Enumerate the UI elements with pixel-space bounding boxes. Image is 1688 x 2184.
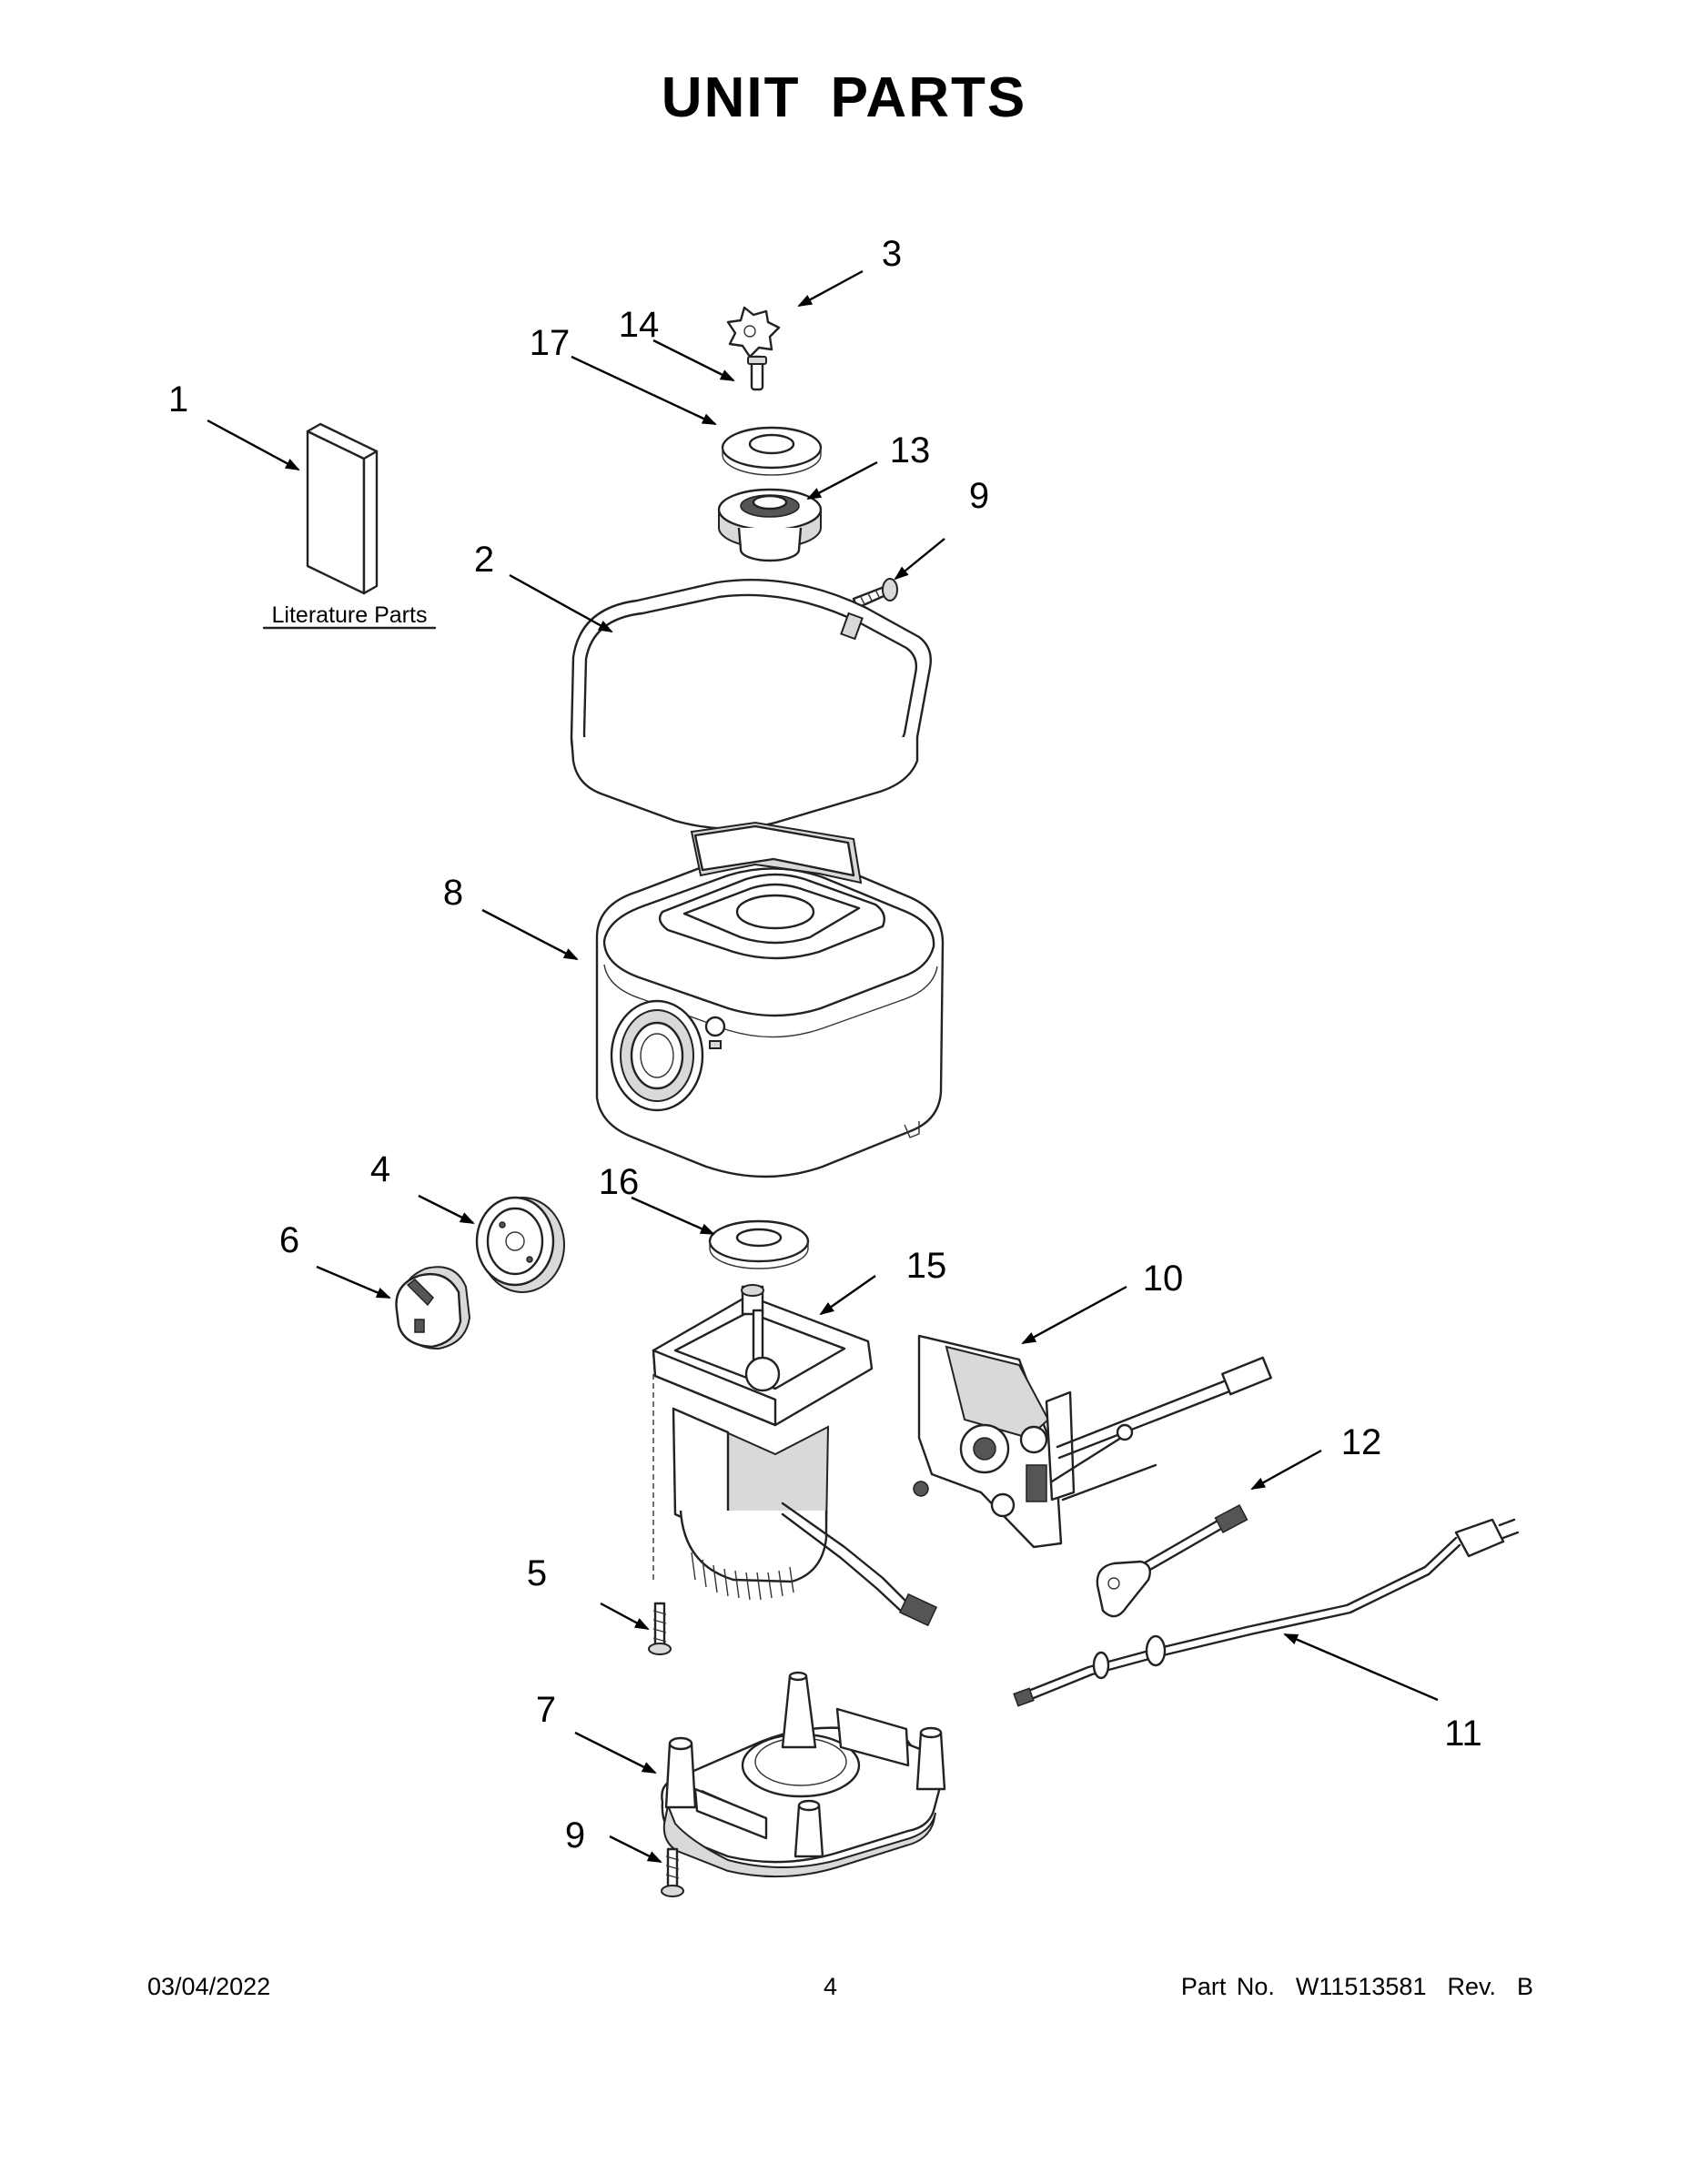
part-15-motor	[652, 1284, 938, 1627]
callout-6: 6	[279, 1220, 299, 1260]
part-7-base-plate	[661, 1671, 946, 1878]
part-16-motor-washer	[708, 1219, 810, 1269]
leader-lines	[207, 269, 1439, 1864]
part-6-control-knob	[395, 1266, 471, 1350]
part-9-screw-top	[852, 578, 898, 610]
callout-10: 10	[1143, 1259, 1184, 1299]
callout-12: 12	[1341, 1422, 1382, 1462]
literature-parts-label: Literature Parts	[272, 602, 428, 628]
callout-11: 11	[1444, 1714, 1482, 1754]
literature-parts-booklet	[262, 422, 437, 630]
callout-9-bottom: 9	[565, 1815, 585, 1855]
footer-date: 03/04/2022	[147, 1973, 271, 2000]
callout-7: 7	[536, 1690, 556, 1730]
callout-15: 15	[906, 1246, 947, 1286]
part-9-screw-bottom	[661, 1847, 684, 1897]
footer-part-number: Part No. W11513581 Rev. B	[1180, 1973, 1533, 2000]
callout-4: 4	[370, 1149, 390, 1189]
callout-3: 3	[882, 234, 902, 274]
page-title: UNIT PARTS	[661, 66, 1027, 129]
part-10-control-board	[913, 1334, 1272, 1549]
callout-8: 8	[443, 873, 463, 913]
callout-13: 13	[890, 430, 931, 470]
callout-9-top: 9	[969, 476, 989, 516]
callout-5: 5	[527, 1553, 547, 1593]
part-5-screw	[648, 1602, 672, 1655]
callout-2: 2	[474, 540, 494, 580]
part-17-washer	[721, 426, 823, 476]
part-12-wire-harness	[1096, 1503, 1248, 1618]
part-4-knob-bezel	[475, 1196, 565, 1293]
part-3-drive-coupler	[726, 306, 781, 359]
part-8-base-housing	[595, 821, 945, 1178]
part-2-trim-ring	[570, 579, 932, 830]
callout-16: 16	[599, 1162, 640, 1202]
part-14-pin	[747, 355, 767, 391]
callout-1: 1	[168, 379, 188, 420]
callout-17: 17	[530, 323, 571, 363]
part-11-power-cord	[1013, 1518, 1520, 1707]
part-13-drive-bearing	[717, 488, 823, 562]
callout-14: 14	[619, 305, 660, 345]
footer-page-number: 4	[824, 1973, 838, 2000]
